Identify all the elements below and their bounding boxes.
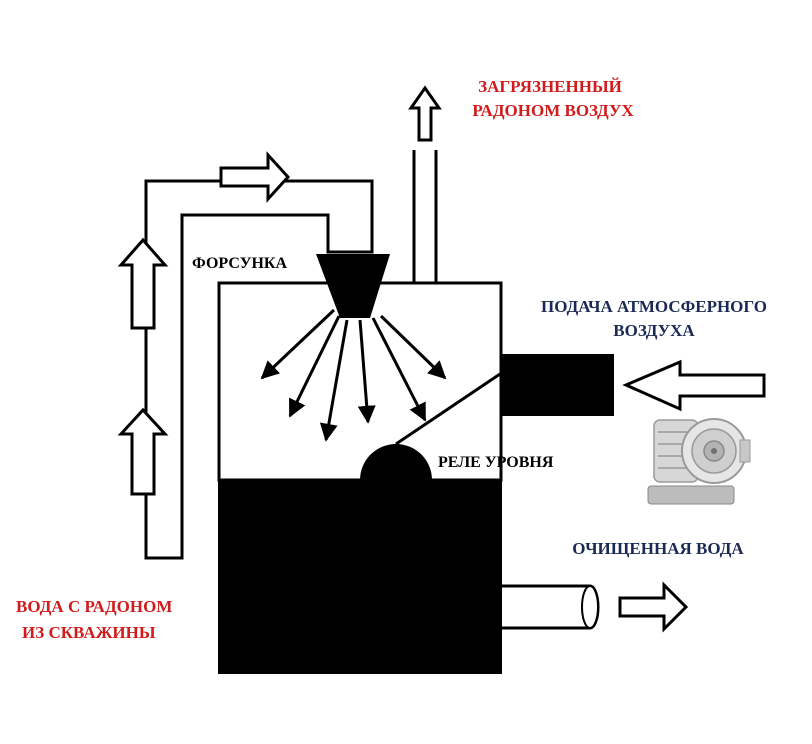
inlet-right-arrow bbox=[219, 151, 291, 203]
air-inlet-pipe bbox=[502, 354, 614, 416]
tank bbox=[217, 281, 503, 674]
spray-line-2 bbox=[288, 315, 341, 418]
level-relay-float bbox=[360, 444, 432, 480]
spray-line-6 bbox=[379, 314, 447, 380]
tank-water-body bbox=[218, 480, 502, 674]
spray-line-4 bbox=[357, 319, 376, 424]
spray-lines bbox=[260, 308, 447, 442]
air-outlet-up-arrow bbox=[408, 85, 442, 142]
inlet-label-line1: ВОДА С РАДОНОМ bbox=[16, 597, 172, 616]
polluted-air-label-line1: ЗАГРЯЗНЕННЫЙ bbox=[478, 77, 622, 96]
spray-line-3 bbox=[319, 319, 349, 442]
air-supply-label-line1: ПОДАЧА АТМОСФЕРНОГО bbox=[541, 297, 767, 316]
spray-line-1 bbox=[260, 308, 336, 380]
clean-water-arrow bbox=[618, 581, 689, 633]
clean-water-label: ОЧИЩЕННАЯ ВОДА bbox=[572, 539, 744, 558]
inlet-label-line2: ИЗ СКВАЖИНЫ bbox=[22, 623, 156, 642]
level-relay-lever bbox=[395, 372, 501, 446]
spray-line-5 bbox=[371, 317, 427, 422]
air-supply-label-line2: ВОЗДУХА bbox=[613, 321, 695, 340]
nozzle bbox=[316, 254, 390, 318]
air-outlet bbox=[408, 85, 442, 283]
air-inlet-arrow bbox=[622, 359, 766, 412]
clean-water-pipe bbox=[502, 584, 600, 630]
blower-fan-icon bbox=[647, 418, 751, 505]
level-relay-label: РЕЛЕ УРОВНЯ bbox=[438, 454, 554, 471]
inlet-up-arrow-upper bbox=[117, 237, 169, 330]
nozzle-label: ФОРСУНКА bbox=[192, 255, 287, 272]
polluted-air-label-line2: РАДОНОМ ВОЗДУХ bbox=[472, 101, 634, 120]
inlet-up-arrow-lower bbox=[117, 407, 169, 496]
clean-water-pipe-end bbox=[581, 585, 599, 629]
